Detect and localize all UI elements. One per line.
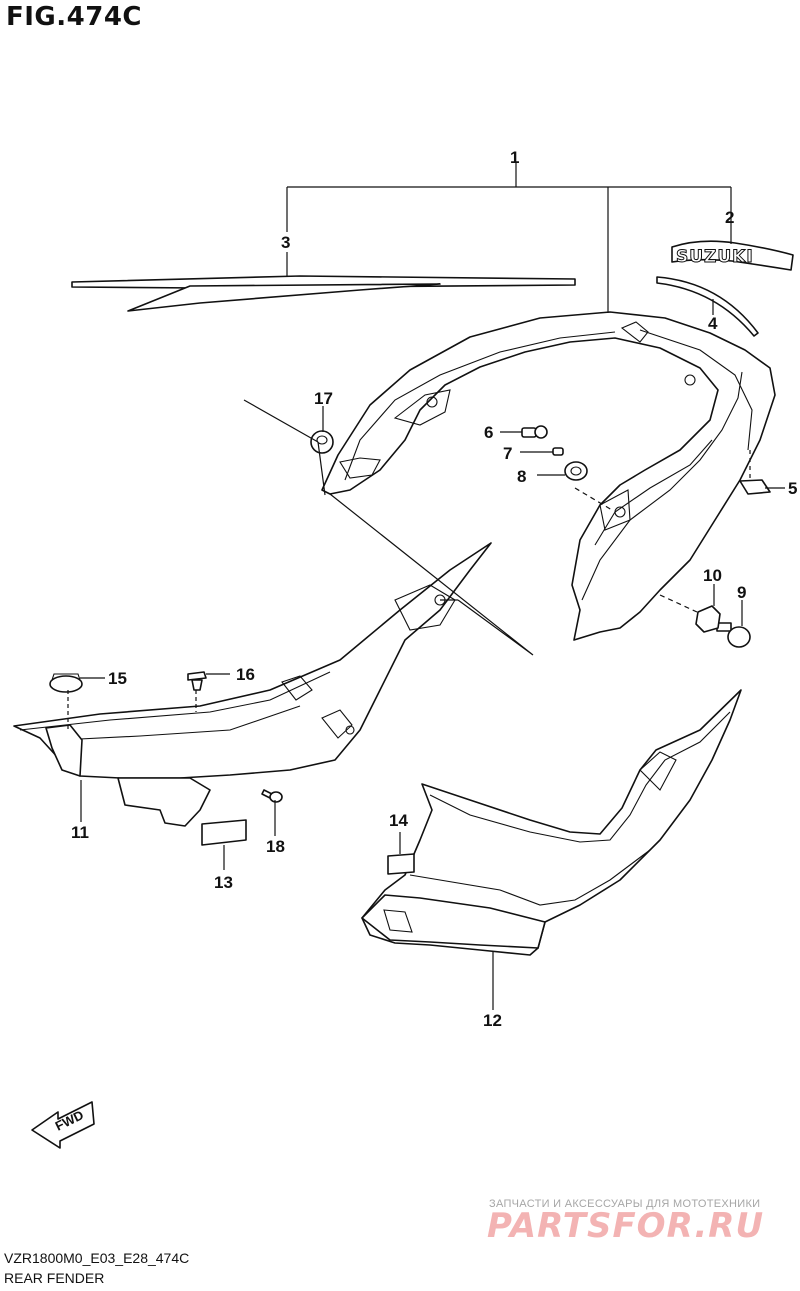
- part-8-grommet[interactable]: [564, 461, 588, 481]
- callout-12: 12: [483, 1011, 502, 1030]
- leader-lines: [67, 163, 785, 1010]
- callout-16: 16: [236, 665, 255, 684]
- callout-15: 15: [108, 669, 127, 688]
- callout-14: 14: [389, 811, 408, 830]
- part-2-suzuki-emblem[interactable]: SUZUKI: [671, 240, 794, 271]
- watermark-brand: PARTSFOR.RU: [487, 1206, 765, 1246]
- part-18-screw[interactable]: [261, 789, 283, 803]
- part-15-grommet[interactable]: [49, 673, 83, 693]
- fwd-arrow-icon: FWD: [31, 1101, 95, 1149]
- callout-17: 17: [314, 389, 333, 408]
- part-12-lower-fender[interactable]: [361, 689, 742, 956]
- callout-8: 8: [517, 467, 526, 486]
- callout-labels: 1 2 3 4 5 6 7 8 9 10 11 12 13 14 15 16 1…: [71, 148, 797, 1030]
- callout-6: 6: [484, 423, 493, 442]
- part-16-push-rivet[interactable]: [187, 671, 207, 691]
- callout-4: 4: [708, 314, 718, 333]
- callout-9: 9: [737, 583, 746, 602]
- callout-13: 13: [214, 873, 233, 892]
- callout-3: 3: [281, 233, 290, 252]
- callout-7: 7: [503, 444, 512, 463]
- part-13-pad[interactable]: [201, 819, 247, 846]
- part-11-rear-fender[interactable]: [13, 542, 492, 827]
- callout-2: 2: [725, 208, 734, 227]
- part-9-bolt[interactable]: [716, 622, 751, 648]
- watermark-tagline: ЗАПЧАСТИ И АКСЕССУАРЫ ДЛЯ МОТОТЕХНИКИ: [489, 1198, 761, 1210]
- model-code: VZR1800M0_E03_E28_474C: [4, 1250, 190, 1266]
- part-17-cushion[interactable]: [310, 430, 334, 454]
- part-1-tail-cowl[interactable]: [321, 311, 776, 641]
- part-10-cushion[interactable]: [695, 605, 721, 633]
- part-4-tail-stripe[interactable]: [656, 276, 759, 337]
- part-5-clip-nut[interactable]: [739, 479, 771, 495]
- figure-title: FIG.474C: [6, 2, 143, 32]
- emblem-text: SUZUKI: [676, 247, 754, 267]
- part-3-stripe-decal[interactable]: [71, 275, 576, 312]
- section-name: REAR FENDER: [4, 1270, 105, 1286]
- callout-1: 1: [510, 148, 519, 167]
- part-7-collar[interactable]: [552, 447, 564, 456]
- callout-10: 10: [703, 566, 722, 585]
- callout-11: 11: [71, 823, 89, 842]
- part-14-pad[interactable]: [387, 853, 415, 875]
- part-6-screw[interactable]: [521, 425, 548, 439]
- callout-18: 18: [266, 837, 285, 856]
- callout-5: 5: [788, 479, 797, 498]
